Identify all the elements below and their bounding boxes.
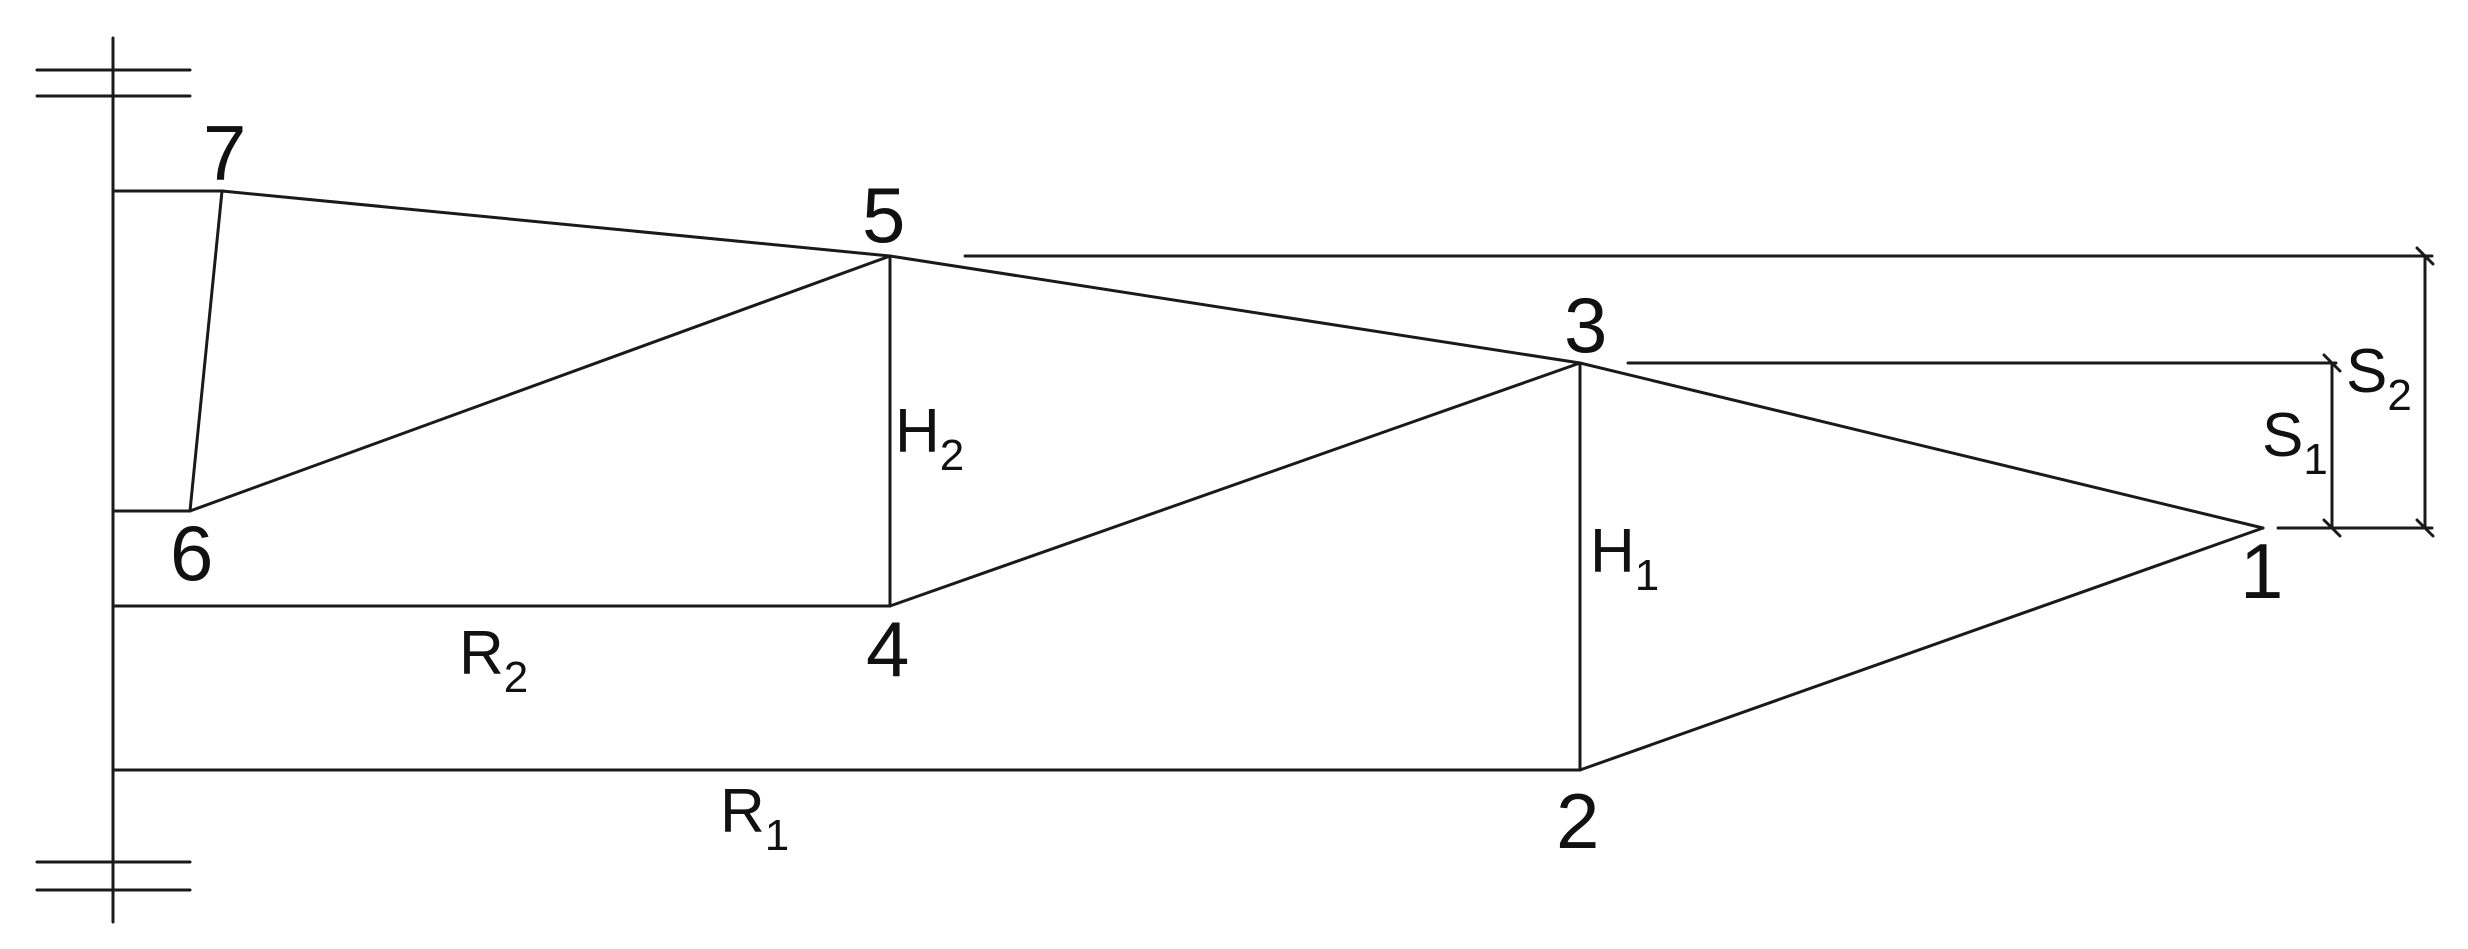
node-labels: 7 5 3 6 4 2 1 — [170, 109, 2283, 865]
member-6-5 — [188, 254, 892, 513]
node-label-6: 6 — [170, 509, 213, 597]
label-r1: R1 — [720, 777, 789, 860]
s2-tick-top — [2415, 246, 2435, 266]
label-s1-main: S — [2262, 401, 2303, 470]
member-5-3 — [888, 254, 1582, 365]
label-h1-sub: 1 — [1635, 551, 1659, 600]
label-s1: S1 — [2262, 401, 2328, 484]
label-r1-main: R — [720, 777, 765, 846]
label-r2-main: R — [459, 619, 504, 688]
label-s2-main: S — [2346, 337, 2387, 406]
node-label-4: 4 — [866, 605, 909, 693]
label-s2-sub: 2 — [2387, 371, 2411, 420]
label-r2-sub: 2 — [504, 653, 528, 702]
s1-tick-bottom — [2322, 518, 2342, 538]
label-s1-sub: 1 — [2303, 435, 2327, 484]
support-wall — [35, 36, 192, 924]
s1-tick-top — [2322, 353, 2342, 373]
label-h2-sub: 2 — [940, 431, 964, 480]
label-h2-main: H — [895, 397, 940, 466]
node-label-3: 3 — [1564, 281, 1607, 369]
node-label-7: 7 — [203, 109, 246, 197]
truss-members — [188, 189, 2265, 772]
label-r1-sub: 1 — [765, 811, 789, 860]
label-h2: H2 — [895, 397, 964, 480]
label-r2: R2 — [459, 619, 528, 702]
member-4-3 — [888, 361, 1582, 608]
label-h1: H1 — [1590, 517, 1659, 600]
dimension-labels: H2 H1 R2 R1 S1 S2 — [459, 337, 2412, 860]
member-7-6 — [188, 189, 224, 513]
node-label-5: 5 — [862, 171, 905, 259]
label-h1-main: H — [1590, 517, 1635, 586]
dimension-lines — [963, 246, 2435, 538]
horizontal-members — [111, 189, 1582, 772]
member-2-1 — [1578, 526, 2265, 772]
node-label-2: 2 — [1556, 777, 1599, 865]
node-label-1: 1 — [2240, 527, 2283, 615]
label-s2: S2 — [2346, 337, 2412, 420]
member-3-1 — [1578, 361, 2265, 530]
member-7-5 — [220, 189, 892, 258]
s2-tick-bottom — [2415, 518, 2435, 538]
